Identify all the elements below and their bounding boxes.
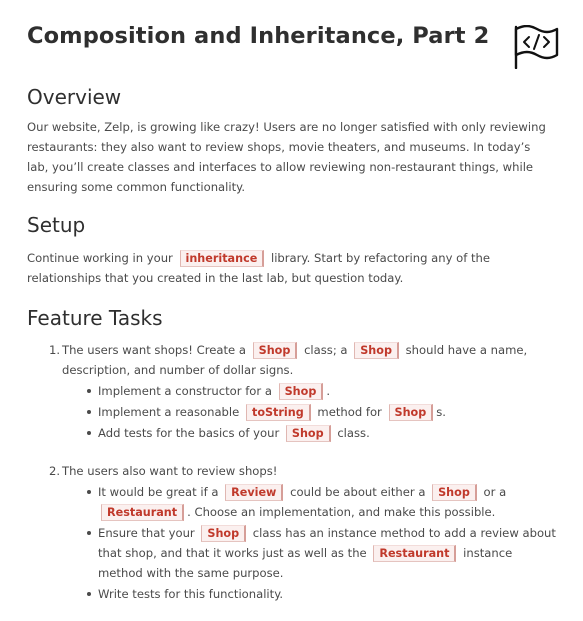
subtask-list: Implement a constructor for a Shop. Impl… (62, 381, 557, 443)
subtask-text: Write tests for this functionality. (98, 587, 284, 601)
task-text-part: should have a name, description, and num… (62, 343, 528, 377)
overview-heading: Overview (27, 85, 122, 109)
feature-tasks-heading: Feature Tasks (27, 306, 163, 330)
code-review: Review (225, 484, 284, 501)
code-tostring: toString (245, 404, 311, 421)
subtask-text: could be about either a (290, 485, 426, 499)
setup-heading: Setup (27, 213, 86, 237)
subtask-item: It would be great if a Review could be a… (62, 482, 557, 522)
subtask-item: Implement a reasonable toString method f… (62, 402, 557, 422)
code-shop: Shop (201, 525, 247, 542)
overview-text: Our website, Zelp, is growing like crazy… (27, 120, 546, 194)
subtask-text: Implement a constructor for a (98, 384, 272, 398)
setup-text-before: Continue working in your (27, 251, 173, 265)
page-title: Composition and Inheritance, Part 2 (27, 23, 490, 49)
task-number: 2. (49, 464, 61, 478)
subtask-text: It would be great if a (98, 485, 219, 499)
task-text: The users want shops! Create a Shop clas… (62, 342, 528, 377)
code-shop: Shop (354, 342, 399, 359)
subtask-text: instance method with the same purpose. (98, 546, 513, 580)
subtask-text: Implement a reasonable (98, 405, 240, 419)
task-number: 1. (49, 343, 61, 357)
code-flag-icon (514, 25, 559, 69)
task-list: 1. The users want shops! Create a Shop c… (27, 340, 557, 604)
subtask-text: class. (337, 426, 370, 440)
code-inheritance: inheritance (179, 250, 265, 267)
task-text-part: class; a (304, 343, 348, 357)
subtask-text: Ensure that your (98, 526, 195, 540)
code-shop: Shop (285, 425, 331, 442)
subtask-list: It would be great if a Review could be a… (62, 482, 557, 604)
code-shop: Shop (278, 383, 324, 400)
setup-text: Continue working in your inheritance lib… (27, 248, 555, 288)
task-item-2: 2. The users also want to review shops! … (27, 461, 557, 604)
subtask-text: . (326, 384, 331, 398)
subtask-item: Add tests for the basics of your Shop cl… (62, 423, 557, 443)
subtask-text: or a (483, 485, 507, 499)
subtask-item: Ensure that your Shop class has an insta… (62, 523, 557, 583)
subtask-text: class has an instance method to add a re… (98, 526, 556, 560)
subtask-item: Write tests for this functionality. (62, 584, 557, 604)
subtask-text: s. (436, 405, 446, 419)
task-item-1: 1. The users want shops! Create a Shop c… (27, 340, 557, 443)
code-restaurant: Restaurant (101, 504, 185, 521)
code-shop: Shop (388, 404, 434, 421)
code-restaurant: Restaurant (373, 545, 457, 562)
subtask-text: . Choose an implementation, and make thi… (187, 505, 496, 519)
task-text: The users also want to review shops! (62, 464, 278, 478)
code-shop: Shop (252, 342, 298, 359)
code-shop: Shop (432, 484, 477, 501)
subtask-text: method for (317, 405, 382, 419)
task-text-part: The users want shops! Create a (62, 343, 246, 357)
subtask-item: Implement a constructor for a Shop. (62, 381, 557, 401)
subtask-text: Add tests for the basics of your (98, 426, 280, 440)
setup-text-after: library. Start by refactoring any of the… (27, 251, 491, 285)
